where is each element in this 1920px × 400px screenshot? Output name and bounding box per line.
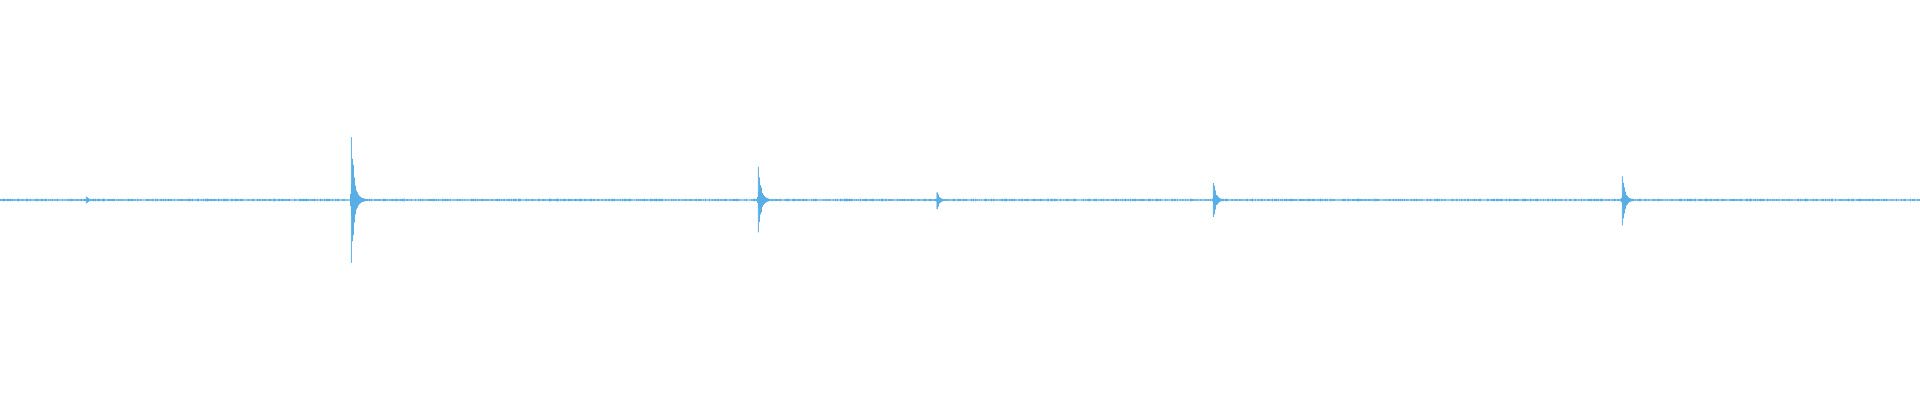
waveform-trace	[0, 137, 1920, 263]
